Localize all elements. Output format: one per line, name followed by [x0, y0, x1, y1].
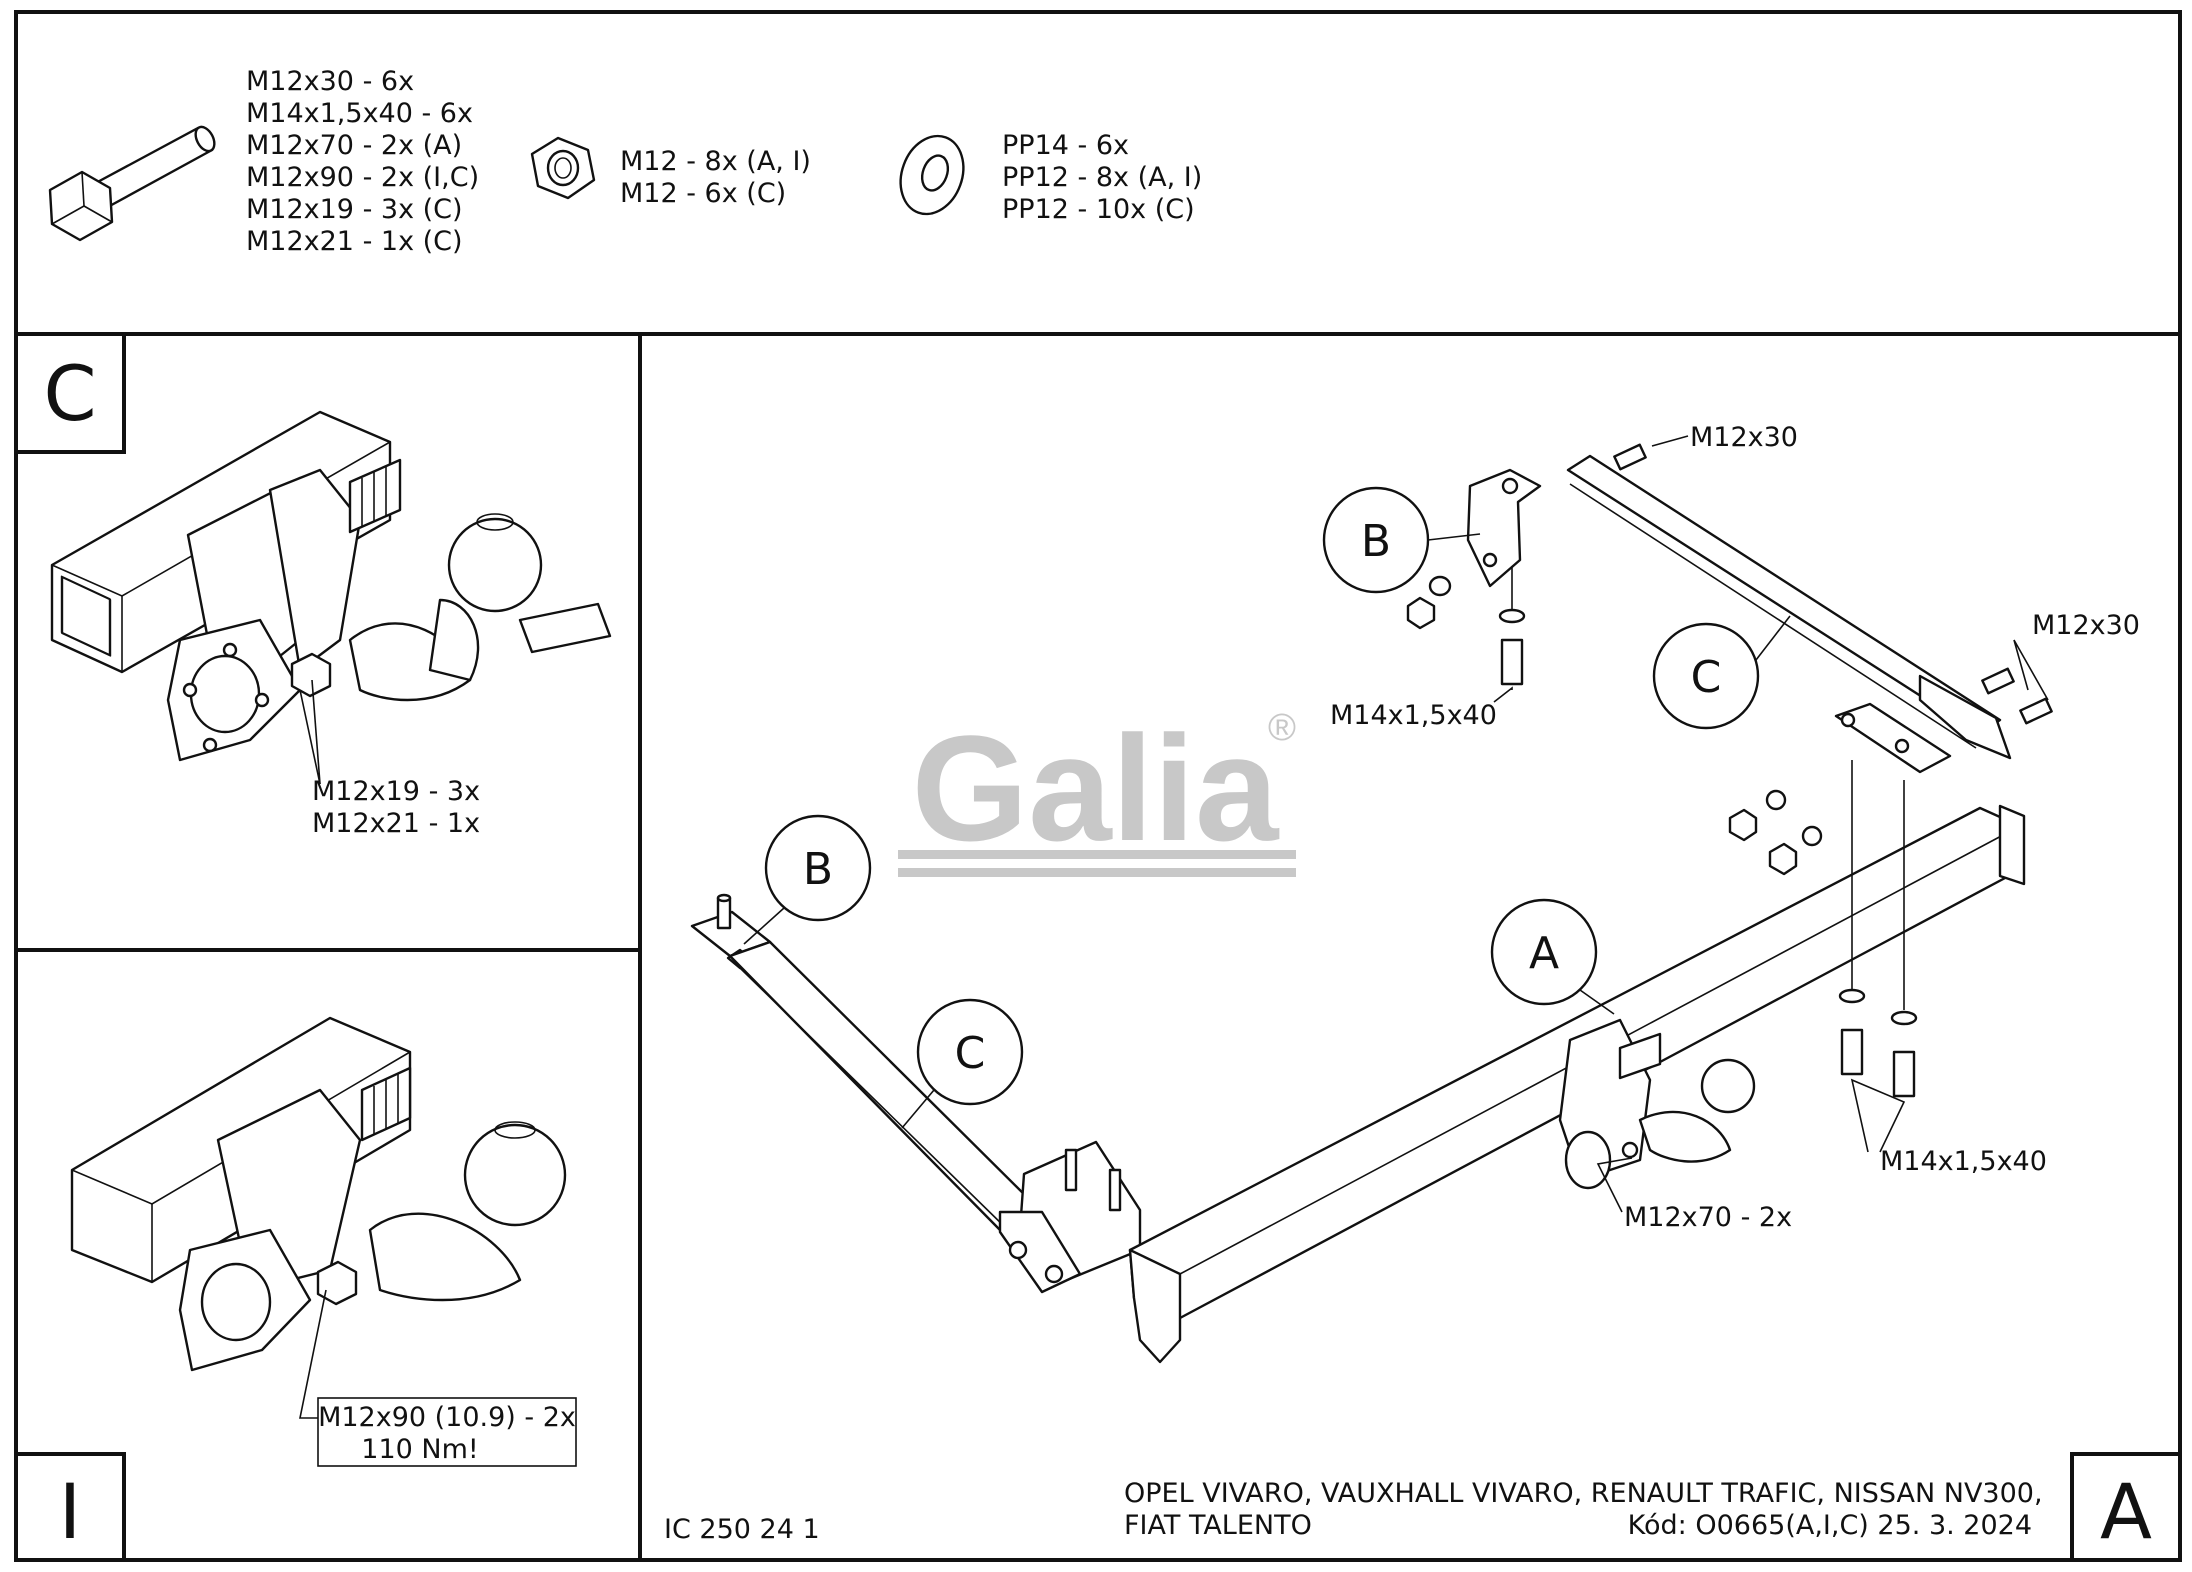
callout-label: A [1529, 928, 1559, 979]
bolt-list-item: M12x90 - 2x (I,C) [246, 162, 479, 193]
nut-list: M12 - 8x (A, I) M12 - 6x (C) [620, 146, 811, 209]
panel-i-label-box [317, 1397, 577, 1467]
panel-i-label: M12x90 (10.9) - 2x [318, 1402, 576, 1433]
callout-label: B [1361, 516, 1391, 567]
bolt-icon [48, 125, 216, 242]
bolt-list-item: M14x1,5x40 - 6x [246, 98, 473, 129]
drawing-code: IC 250 24 1 [664, 1514, 820, 1545]
nut-icon [530, 136, 596, 200]
label-m12x30-right: M12x30 [2032, 610, 2140, 641]
vehicles-line-1: OPEL VIVARO, VAUXHALL VIVARO, RENAULT TR… [1124, 1478, 2043, 1509]
outer-frame [14, 10, 2182, 1562]
callout-c-right: C [1652, 615, 1791, 730]
callout-b-left: B [743, 814, 872, 945]
callout-c-left: C [901, 998, 1024, 1129]
logo-registered-mark: ® [1268, 707, 1296, 749]
bolt-list-item: M12x70 - 2x (A) [246, 130, 462, 161]
bolt-list-item: M12x30 - 6x [246, 66, 414, 97]
label-m14-left: M14x1,5x40 [1330, 700, 1497, 731]
panel-c-label: M12x19 - 3x [312, 776, 480, 807]
washer-list-item: PP14 - 6x [1002, 130, 1129, 161]
label-m14-right: M14x1,5x40 [1880, 1146, 2047, 1177]
label-m12x30-top: M12x30 [1690, 422, 1798, 453]
kod-and-date: Kód: O0665(A,I,C) 25. 3. 2024 [1628, 1510, 2032, 1541]
main-assembly [690, 443, 2053, 1364]
callout-a: A [1490, 898, 1615, 1015]
logo-text: Galia [912, 704, 1280, 872]
panel-a-letter: A [2100, 1467, 2152, 1556]
panel-c-towball-detail [50, 410, 612, 785]
callout-label: C [1691, 652, 1722, 703]
washer-list-item: PP12 - 10x (C) [1002, 194, 1195, 225]
panel-c-letter: C [43, 349, 96, 438]
callout-label: B [803, 844, 833, 895]
panel-c-label: M12x21 - 1x [312, 808, 480, 839]
panel-c-letter-box [14, 332, 126, 454]
bolt-list: M12x30 - 6x M14x1,5x40 - 6x M12x70 - 2x … [246, 66, 479, 257]
label-m12x70: M12x70 - 2x [1624, 1202, 1792, 1233]
bolt-list-item: M12x21 - 1x (C) [246, 226, 463, 257]
vehicles-line-2: FIAT TALENTO [1124, 1510, 1312, 1541]
panel-i-label: 110 Nm! [361, 1434, 478, 1465]
galia-logo: Galia ® [898, 704, 1296, 877]
panel-i-letter-box [14, 1452, 126, 1562]
washer-list: PP14 - 6x PP12 - 8x (A, I) PP12 - 10x (C… [1002, 130, 1202, 225]
washer-icon [899, 134, 965, 216]
nut-list-item: M12 - 8x (A, I) [620, 146, 811, 177]
nut-list-item: M12 - 6x (C) [620, 178, 786, 209]
washer-list-item: PP12 - 8x (A, I) [1002, 162, 1202, 193]
panel-a-letter-box [2070, 1452, 2182, 1562]
panel-i-letter: I [59, 1467, 81, 1556]
callout-label: C [955, 1028, 986, 1079]
panel-i-towball-detail [70, 1016, 567, 1419]
callout-b-right: B [1322, 486, 1481, 594]
bolt-list-item: M12x19 - 3x (C) [246, 194, 463, 225]
